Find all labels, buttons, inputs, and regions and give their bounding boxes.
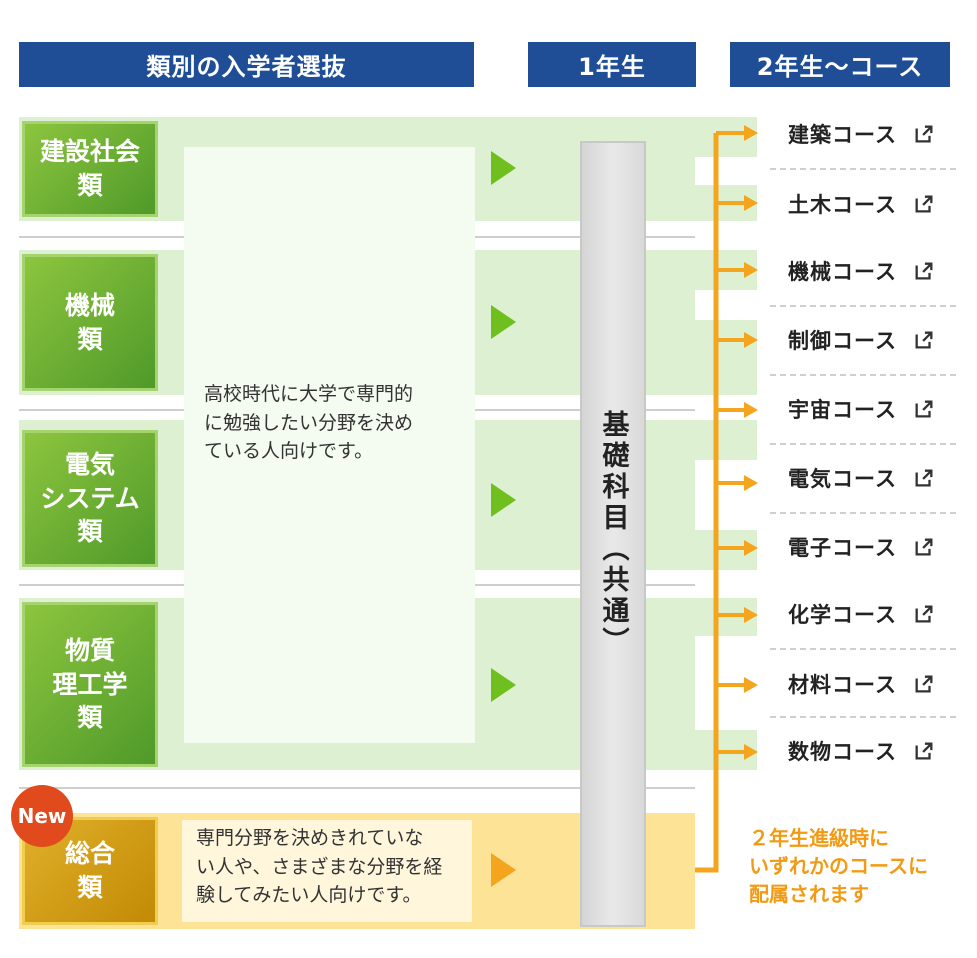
- course-separator: [770, 305, 956, 307]
- course-chemistry[interactable]: 化学コース: [788, 598, 935, 630]
- external-link-icon: [915, 675, 933, 693]
- external-link-icon: [915, 538, 933, 556]
- course-label: 宇宙コース: [788, 398, 897, 422]
- course-space[interactable]: 宇宙コース: [788, 393, 935, 425]
- arrow-civil: [491, 151, 516, 185]
- band-mech-ext: [695, 250, 757, 290]
- course-separator: [770, 168, 956, 170]
- category-electrical: 電気 システム 類: [22, 430, 158, 567]
- course-electronic[interactable]: 電子コース: [788, 531, 935, 563]
- basic-subjects-pillar: 基礎科目（共通）: [580, 141, 646, 927]
- external-link-icon: [915, 469, 933, 487]
- header-year1: 1年生: [528, 42, 696, 87]
- band-elec-ext2: [695, 530, 757, 570]
- course-label: 機械コース: [788, 260, 897, 284]
- external-link-icon: [915, 125, 933, 143]
- band-mat-ext: [695, 598, 757, 636]
- course-mechanical[interactable]: 機械コース: [788, 255, 935, 287]
- external-link-icon: [915, 262, 933, 280]
- band-elec-ext: [695, 420, 757, 460]
- course-civil[interactable]: 土木コース: [788, 188, 935, 220]
- category-materials: 物質 理工学 類: [22, 602, 158, 767]
- description-specialized: 高校時代に大学で専門的 に勉強したい分野を決め ている人向けです。: [204, 383, 414, 462]
- course-electrical[interactable]: 電気コース: [788, 462, 935, 494]
- arrow-mechanical: [491, 305, 516, 339]
- arrow-general: [491, 853, 516, 887]
- band-civil-ext2: [695, 185, 757, 221]
- course-architecture[interactable]: 建築コース: [788, 118, 935, 150]
- course-label: 数物コース: [788, 740, 897, 764]
- divider-4: [19, 787, 695, 789]
- external-link-icon: [915, 400, 933, 418]
- arrow-electrical: [491, 483, 516, 517]
- category-mechanical: 機械 類: [22, 254, 158, 391]
- course-label: 土木コース: [788, 193, 897, 217]
- course-math-physics[interactable]: 数物コース: [788, 735, 935, 767]
- external-link-icon: [915, 331, 933, 349]
- external-link-icon: [915, 195, 933, 213]
- course-label: 材料コース: [788, 673, 897, 697]
- category-civil: 建設社会 類: [22, 121, 158, 217]
- course-label: 化学コース: [788, 603, 897, 627]
- arrow-materials: [491, 668, 516, 702]
- description-box-general: [182, 820, 472, 922]
- course-label: 電気コース: [788, 467, 897, 491]
- external-link-icon: [915, 742, 933, 760]
- course-separator: [770, 648, 956, 650]
- assignment-note: ２年生進級時に いずれかのコースに 配属されます: [749, 826, 928, 906]
- course-label: 電子コース: [788, 536, 897, 560]
- course-label: 制御コース: [788, 329, 897, 353]
- course-separator: [770, 716, 956, 718]
- band-mech-ext2: [695, 320, 757, 395]
- header-selection: 類別の入学者選抜: [19, 42, 474, 87]
- course-separator: [770, 443, 956, 445]
- course-control[interactable]: 制御コース: [788, 324, 935, 356]
- description-general: 専門分野を決めきれていな い人や、さまざまな分野を経 験してみたい人向けです。: [196, 827, 443, 906]
- band-mat-ext2: [695, 730, 757, 770]
- description-box-specialized: [184, 147, 475, 743]
- new-badge: New: [11, 785, 73, 847]
- band-civil-ext: [695, 117, 757, 157]
- external-link-icon: [915, 605, 933, 623]
- course-materials[interactable]: 材料コース: [788, 668, 935, 700]
- header-year2: 2年生〜コース: [730, 42, 950, 87]
- course-separator: [770, 512, 956, 514]
- course-separator: [770, 374, 956, 376]
- course-label: 建築コース: [788, 123, 897, 147]
